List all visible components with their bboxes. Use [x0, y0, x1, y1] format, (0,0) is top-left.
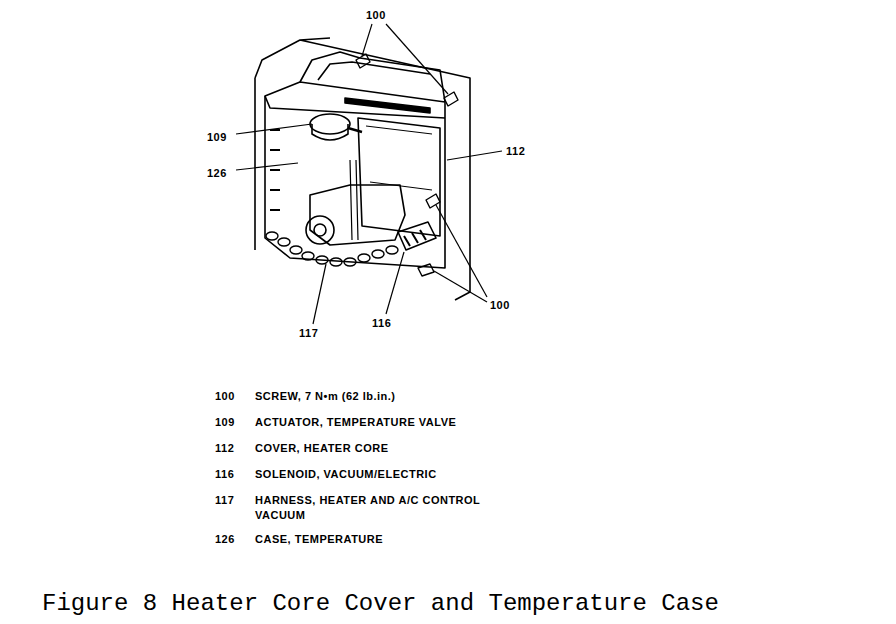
- solenoid-stripes: [404, 230, 426, 246]
- case-edge: [265, 96, 445, 118]
- callout-number: 112: [506, 144, 525, 159]
- callout-number: 126: [207, 166, 227, 181]
- part-description: CASE, TEMPERATURE: [255, 532, 383, 547]
- vacuum-motor: [306, 216, 334, 244]
- cover-ridge: [366, 126, 432, 190]
- temperature-case: [265, 82, 445, 268]
- part-number: 112: [215, 441, 234, 456]
- vacuum-tube: [350, 160, 358, 240]
- part-description: ACTUATOR, TEMPERATURE VALVE: [255, 415, 456, 430]
- duct-edge: [318, 62, 430, 80]
- part-description: HARNESS, HEATER AND A/C CONTROL VACUUM: [255, 493, 530, 523]
- part-description: COVER, HEATER CORE: [255, 441, 388, 456]
- part-number: 100: [215, 389, 235, 404]
- figure-caption: Figure 8 Heater Core Cover and Temperatu…: [42, 590, 719, 617]
- part-description: SOLENOID, VACUUM/ELECTRIC: [255, 467, 437, 482]
- solenoid: [398, 222, 436, 250]
- callout-number: 100: [366, 8, 386, 23]
- callout-number: 117: [299, 326, 318, 341]
- part-number: 117: [215, 493, 234, 508]
- actuator-body: [312, 124, 348, 140]
- callout-number: 100: [490, 298, 510, 313]
- part-number: 126: [215, 532, 235, 547]
- case-ribs: [270, 130, 280, 210]
- part-number: 116: [215, 467, 234, 482]
- actuator: [310, 114, 350, 134]
- vacuum-harness: [266, 232, 398, 266]
- part-description: SCREW, 7 N•m (62 lb.in.): [255, 389, 396, 404]
- vacuum-motor-hub: [314, 224, 326, 236]
- back-panel: [255, 38, 470, 300]
- heater-core-cover: [358, 118, 440, 236]
- duct-slot: [345, 98, 430, 113]
- actuator-shaft: [348, 128, 362, 132]
- callout-number: 116: [372, 316, 391, 331]
- callout-number: 109: [207, 130, 227, 145]
- leader-lines: [236, 24, 502, 324]
- top-duct: [300, 52, 445, 102]
- part-number: 109: [215, 415, 235, 430]
